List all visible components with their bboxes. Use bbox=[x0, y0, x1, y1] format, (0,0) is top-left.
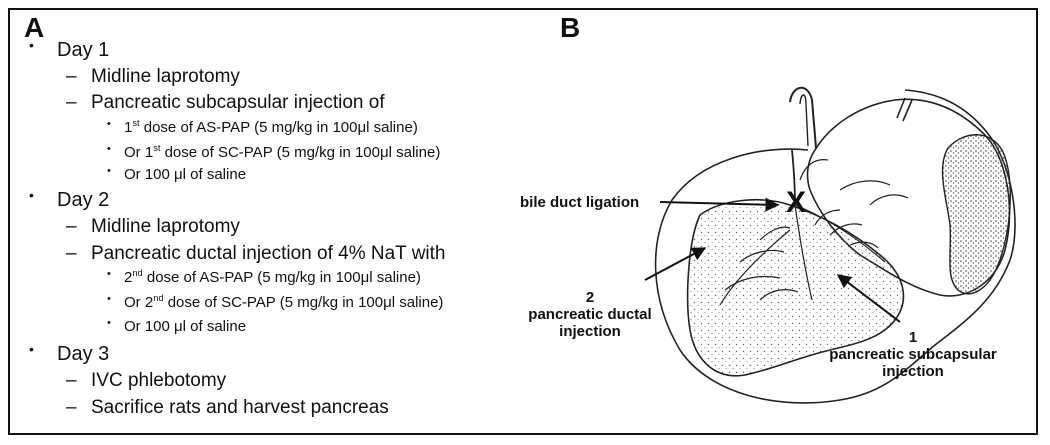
day2-dose-3-text: Or 100 μl of saline bbox=[124, 318, 247, 335]
subcapsular-injection-line1: pancreatic subcapsular bbox=[829, 346, 997, 363]
pancreatic-duct-tree bbox=[719, 159, 909, 306]
bile-duct-ligation-label: bile duct ligation bbox=[520, 194, 639, 211]
day3-step-2-text: Sacrifice rats and harvest pancreas bbox=[91, 397, 389, 418]
subcapsular-injection-line2: injection bbox=[882, 363, 944, 380]
ligation-x-mark: X bbox=[786, 186, 806, 219]
sub-bullet-marker: • bbox=[107, 268, 111, 280]
spleen bbox=[941, 134, 1011, 295]
arrow-subcapsular-injection bbox=[836, 274, 901, 323]
day1-dose-1-text: 1st dose of AS-PAP (5 mg/kg in 100μl sal… bbox=[124, 118, 418, 136]
day2-step-2-text: Pancreatic ductal injection of 4% NaT wi… bbox=[91, 243, 446, 264]
esophagus-inner bbox=[799, 94, 809, 147]
day2-step-1-text: Midline laprotomy bbox=[91, 216, 240, 237]
sub-bullet-marker: • bbox=[107, 317, 111, 329]
day3-label: Day 3 bbox=[57, 343, 110, 365]
arrow-bile-duct-ligation bbox=[659, 197, 780, 212]
day2-label: Day 2 bbox=[57, 189, 110, 211]
day3-step-1-text: IVC phlebotomy bbox=[91, 370, 227, 391]
day1-label: Day 1 bbox=[57, 39, 110, 61]
dash-marker: – bbox=[66, 216, 77, 237]
ductal-injection-line2: injection bbox=[559, 323, 621, 340]
esophagus bbox=[789, 86, 817, 149]
panel-b-label: B bbox=[560, 12, 581, 43]
bullet-marker: • bbox=[29, 187, 34, 203]
duodenum bbox=[686, 199, 905, 377]
day2-dose-2-text: Or 2nd dose of SC-PAP (5 mg/kg in 100μl … bbox=[124, 293, 444, 311]
figure-frame bbox=[8, 8, 1038, 435]
ductal-injection-line1: pancreatic ductal bbox=[528, 306, 651, 323]
ductal-injection-number: 2 bbox=[586, 289, 594, 306]
day1-dose-3-text: Or 100 μl of saline bbox=[124, 166, 247, 183]
arrow-ductal-injection bbox=[644, 247, 707, 281]
day1-step-2-text: Pancreatic subcapsular injection of bbox=[91, 92, 385, 113]
dash-marker: – bbox=[66, 370, 77, 391]
dash-marker: – bbox=[66, 92, 77, 113]
pylorus-tube bbox=[896, 97, 913, 122]
day1-dose-2-text: Or 1st dose of SC-PAP (5 mg/kg in 100μl … bbox=[124, 143, 441, 161]
day1-step-1-text: Midline laprotomy bbox=[91, 66, 240, 87]
sub-bullet-marker: • bbox=[107, 118, 111, 130]
dash-marker: – bbox=[66, 243, 77, 264]
sub-bullet-marker: • bbox=[107, 143, 111, 155]
panel-a-label: A bbox=[24, 12, 45, 43]
day2-dose-1-text: 2nd dose of AS-PAP (5 mg/kg in 100μl sal… bbox=[124, 268, 421, 286]
sub-bullet-marker: • bbox=[107, 293, 111, 305]
subcapsular-injection-number: 1 bbox=[909, 329, 917, 346]
protocol-outline: • Day 1 – Midline laprotomy – Pancreatic… bbox=[29, 37, 446, 418]
dash-marker: – bbox=[66, 397, 77, 418]
bile-duct bbox=[791, 149, 796, 206]
sub-bullet-marker: • bbox=[107, 165, 111, 177]
bullet-marker: • bbox=[29, 341, 34, 357]
bullet-marker: • bbox=[29, 37, 34, 53]
dash-marker: – bbox=[66, 66, 77, 87]
